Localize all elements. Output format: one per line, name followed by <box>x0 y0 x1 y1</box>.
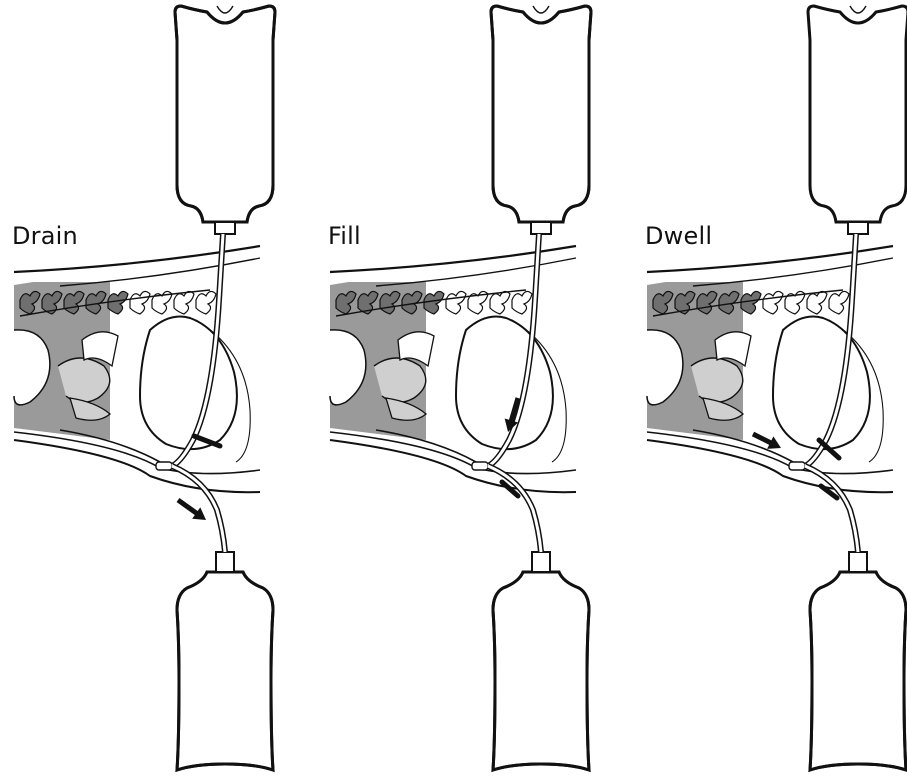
flow-arrow <box>178 500 206 520</box>
vertebra <box>741 291 761 314</box>
bottom-bag <box>489 552 593 780</box>
bottom-bag-port <box>532 552 550 572</box>
abdominal-wall-inner <box>330 432 576 474</box>
top-bag-port <box>848 222 868 234</box>
vertebra <box>196 291 216 314</box>
bottom-bag-body <box>177 572 273 770</box>
bottom-bag-body <box>493 572 589 770</box>
top-bag <box>808 6 907 234</box>
muscle-line <box>376 258 576 286</box>
top-bag <box>173 6 277 234</box>
peritoneal-cavity <box>773 317 870 450</box>
peritoneal-cavity <box>140 317 237 450</box>
dwell-panel: Dwell <box>633 0 907 780</box>
vertebra <box>174 291 194 314</box>
peritoneal-cavity <box>456 317 553 450</box>
fill-illustration <box>316 0 636 780</box>
top-bag-body <box>175 6 275 222</box>
top-bag-body <box>491 6 591 222</box>
vertebra <box>807 291 827 314</box>
bottom-bag-port <box>216 552 234 572</box>
fill-panel: Fill <box>316 0 636 780</box>
vertebra <box>512 291 532 314</box>
top-bag-body <box>808 6 907 222</box>
bottom-bag-body <box>810 572 906 770</box>
bottom-bag-port <box>849 552 867 572</box>
vertebra <box>763 291 783 314</box>
spine <box>336 290 532 316</box>
dwell-illustration <box>633 0 907 780</box>
vertebra <box>446 291 466 314</box>
abdomen-section <box>14 246 260 492</box>
abdominal-wall-outer <box>14 440 260 492</box>
spine <box>653 290 849 316</box>
catheter-cuff <box>472 462 488 470</box>
bottom-bag <box>173 552 277 780</box>
catheter-cuff <box>789 462 805 470</box>
muscle-line <box>693 258 893 286</box>
top-bag-port <box>531 222 551 234</box>
top-bag-hanger <box>217 6 233 13</box>
catheter-cuff <box>156 462 172 470</box>
abdominal-wall-inner <box>14 432 260 474</box>
vertebra <box>490 291 510 314</box>
abdomen-section <box>647 246 893 492</box>
abdominal-wall-outer <box>330 440 576 492</box>
top-bag <box>489 6 593 234</box>
abdomen-section <box>330 246 576 492</box>
bottom-bag <box>806 552 907 780</box>
top-bag-hanger <box>533 6 549 13</box>
abdominal-wall-inner <box>647 432 893 474</box>
spine <box>20 290 216 316</box>
vertebra <box>424 291 444 314</box>
vertebra <box>130 291 150 314</box>
vertebra <box>829 291 849 314</box>
top-bag-port <box>215 222 235 234</box>
drain-illustration <box>0 0 320 780</box>
muscle-line <box>60 258 260 286</box>
vertebra <box>108 291 128 314</box>
drain-panel: Drain <box>0 0 320 780</box>
top-bag-hanger <box>850 6 866 13</box>
